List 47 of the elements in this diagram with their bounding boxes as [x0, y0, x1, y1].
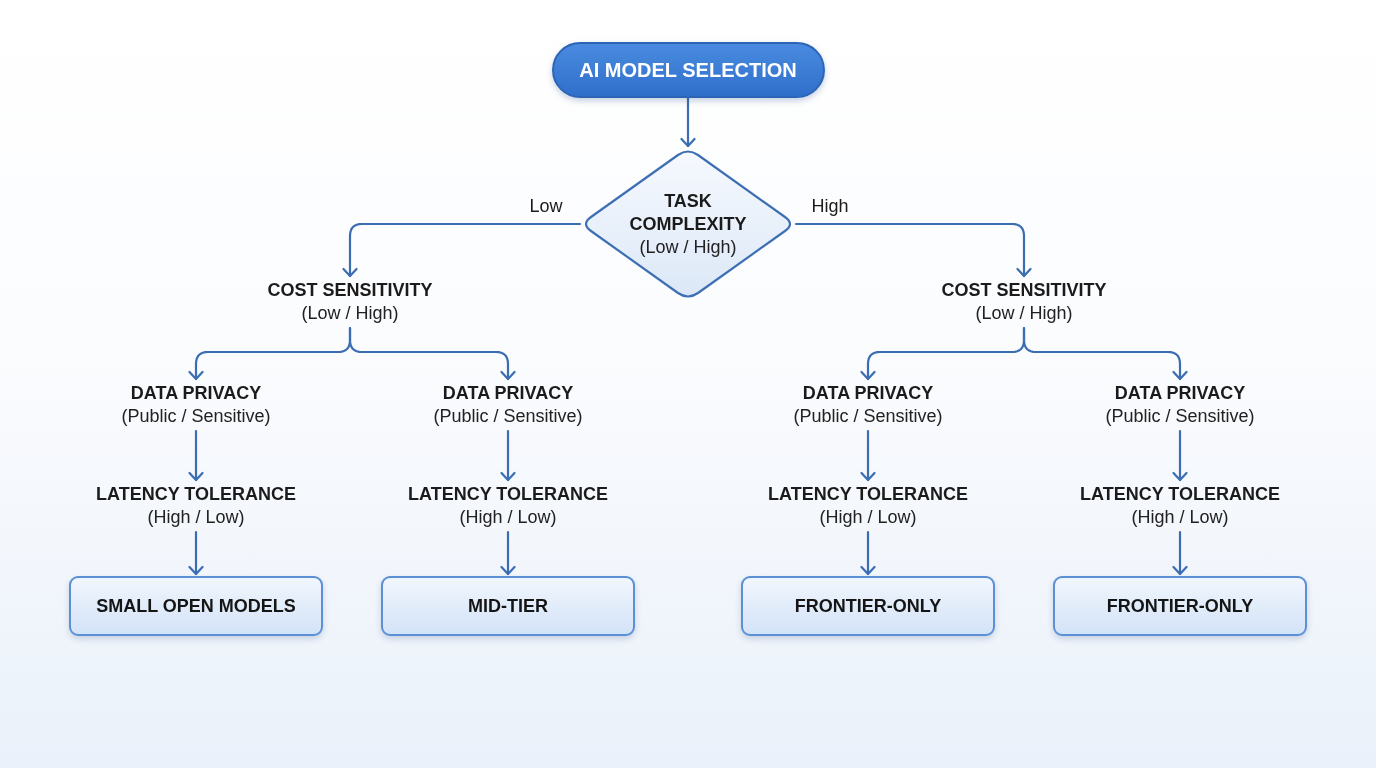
arrow	[1172, 530, 1188, 576]
arrow	[1022, 326, 1188, 381]
criterion-options: (Public / Sensitive)	[121, 405, 271, 428]
arrow	[188, 429, 204, 482]
arrow	[680, 96, 696, 148]
start-terminal	[551, 42, 825, 98]
criterion-title: COST SENSITIVITY	[267, 279, 433, 302]
criterion-options: (Public / Sensitive)	[793, 405, 943, 428]
result-box	[381, 576, 635, 636]
criterion-options: (Public / Sensitive)	[433, 405, 583, 428]
arrow	[1172, 429, 1188, 482]
criterion-options: (High / Low)	[459, 506, 557, 529]
criterion-title: LATENCY TOLERANCE	[1080, 483, 1280, 506]
criterion-title: DATA PRIVACY	[442, 382, 574, 405]
decision-title: TASK COMPLEXITY	[628, 189, 748, 236]
result-box	[741, 576, 995, 636]
result-label: FRONTIER-ONLY	[1106, 594, 1254, 618]
criterion-options: (Public / Sensitive)	[1105, 405, 1255, 428]
edge-label: High	[811, 196, 849, 216]
criterion-options: (Low / High)	[975, 302, 1073, 325]
criterion-title: LATENCY TOLERANCE	[96, 483, 296, 506]
arrow	[500, 429, 516, 482]
arrow	[794, 222, 1032, 278]
arrow	[500, 530, 516, 576]
arrow	[348, 326, 516, 381]
edge-label: Low	[529, 196, 563, 216]
result-label: FRONTIER-ONLY	[794, 594, 942, 618]
criterion-title: DATA PRIVACY	[1114, 382, 1246, 405]
result-box	[69, 576, 323, 636]
criterion-title: LATENCY TOLERANCE	[408, 483, 608, 506]
criterion-options: (High / Low)	[1131, 506, 1229, 529]
result-label: MID-TIER	[468, 594, 548, 618]
terminal-label: AI MODEL SELECTION	[579, 58, 797, 82]
criterion-title: DATA PRIVACY	[130, 382, 262, 405]
arrow	[860, 429, 876, 482]
criterion-options: (High / Low)	[147, 506, 245, 529]
result-label: SMALL OPEN MODELS	[96, 594, 296, 618]
arrow	[342, 222, 582, 278]
criterion-options: (Low / High)	[301, 302, 399, 325]
criterion-options: (High / Low)	[819, 506, 917, 529]
criterion-title: LATENCY TOLERANCE	[768, 483, 968, 506]
arrow	[860, 530, 876, 576]
result-box	[1053, 576, 1307, 636]
criterion-title: COST SENSITIVITY	[941, 279, 1107, 302]
criterion-title: DATA PRIVACY	[802, 382, 934, 405]
arrow	[188, 530, 204, 576]
decision-options: (Low / High)	[639, 235, 737, 259]
